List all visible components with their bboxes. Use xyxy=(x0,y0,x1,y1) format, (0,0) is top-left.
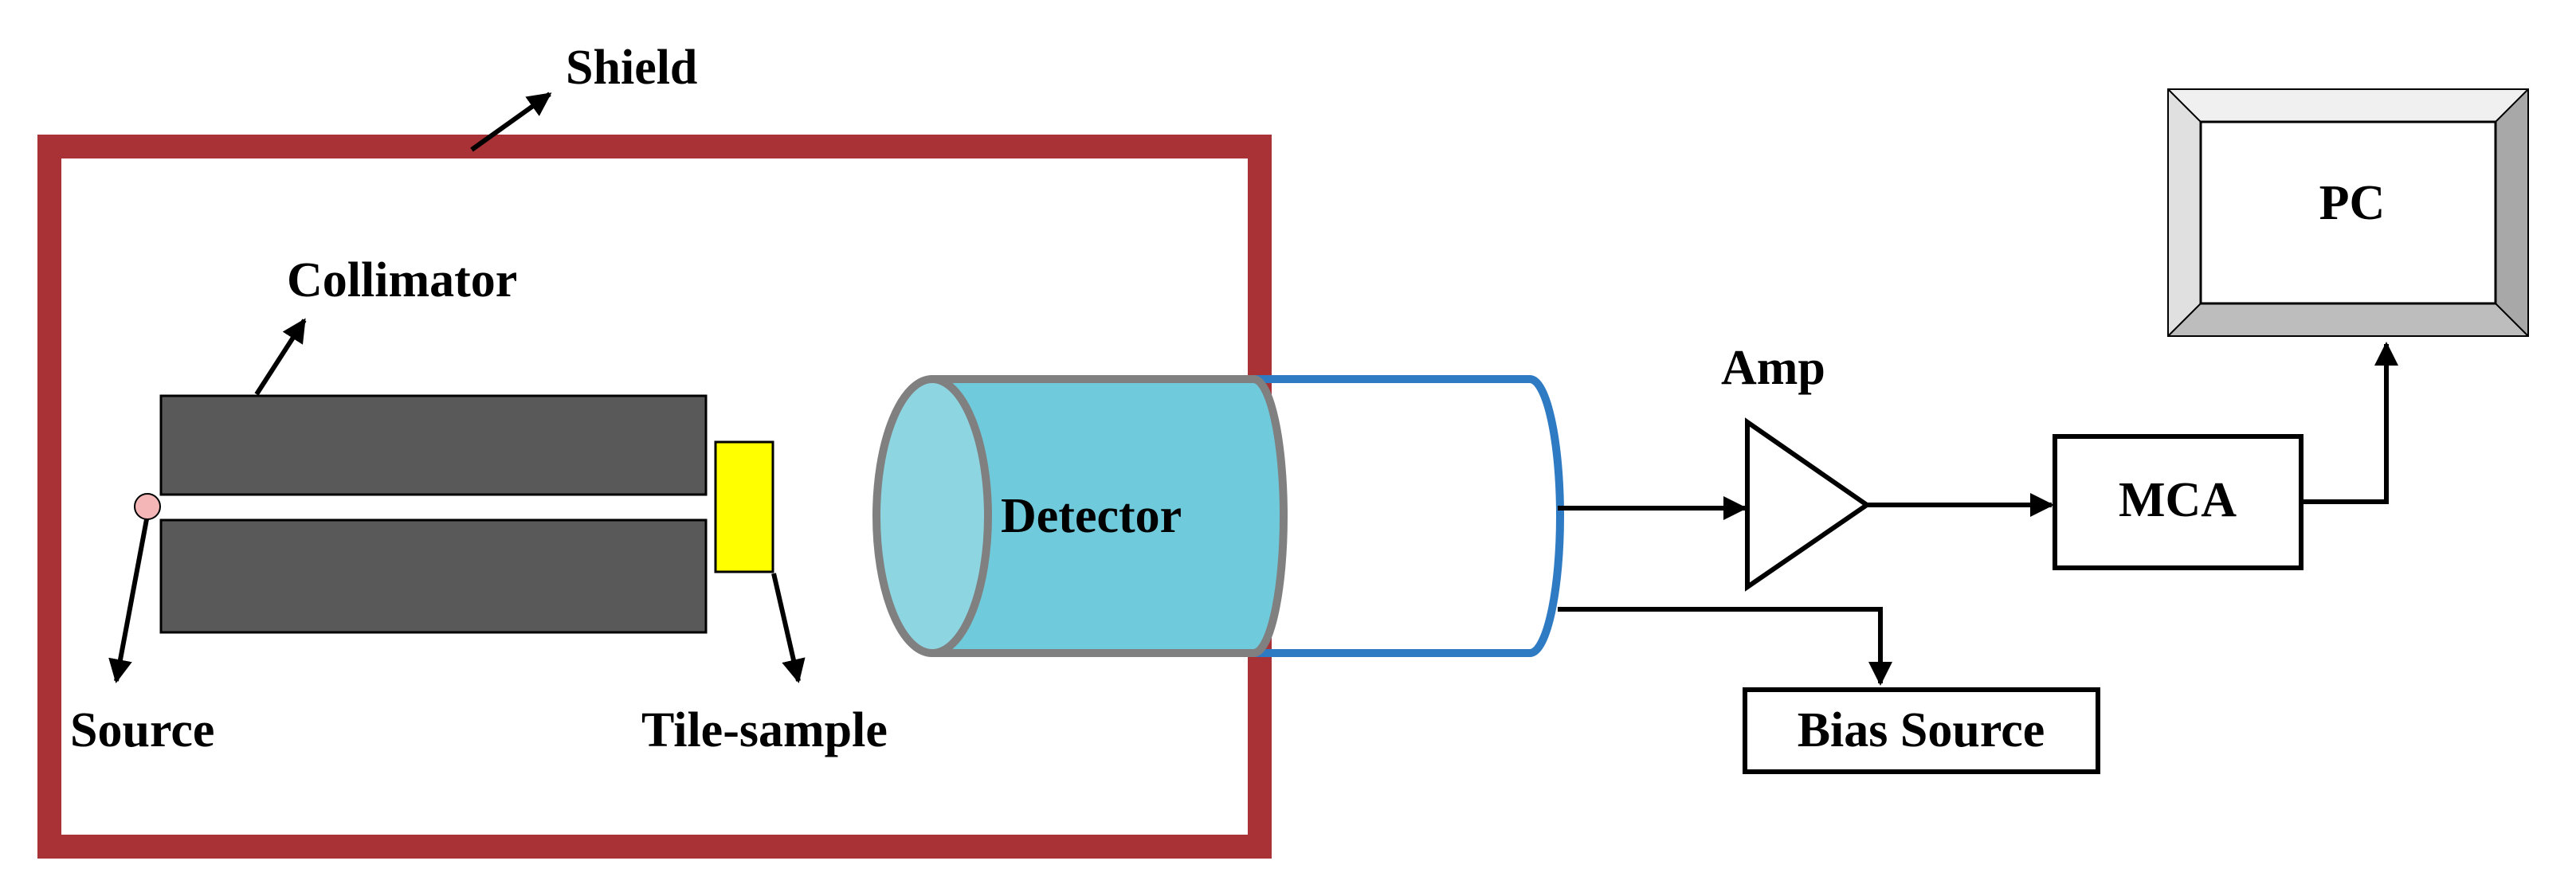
collimator-upper-block xyxy=(159,394,708,496)
shield-pointer-arrow xyxy=(470,92,552,152)
detector-label: Detector xyxy=(1001,489,1182,543)
shield-label: Shield xyxy=(566,41,697,95)
mca-to-pc-arrow xyxy=(2301,342,2398,504)
tile-sample xyxy=(714,440,774,573)
tile-sample-label: Tile-sample xyxy=(641,703,888,757)
mca-box xyxy=(2053,434,2304,570)
mca-label: MCA xyxy=(2119,473,2237,527)
detector-to-bias-arrow xyxy=(1558,607,1892,686)
collimator-lower-block xyxy=(159,518,708,634)
collimator-label: Collimator xyxy=(287,253,517,307)
bias-source-box xyxy=(1743,687,2100,774)
detector-housing-outline xyxy=(1253,375,1564,657)
source-label: Source xyxy=(70,703,214,757)
amp-label: Amp xyxy=(1721,341,1825,395)
collimator-pointer-arrow xyxy=(254,318,307,396)
source-dot xyxy=(134,493,161,520)
pc-label: PC xyxy=(2319,176,2386,230)
pc-monitor xyxy=(2167,88,2529,337)
amplifier-triangle xyxy=(1745,417,1872,592)
detector-front-face xyxy=(872,375,992,657)
detector-body xyxy=(932,379,1284,653)
source-pointer-arrow xyxy=(108,518,149,683)
tile-sample-pointer-arrow xyxy=(771,573,806,683)
detector-body-outline xyxy=(932,375,1288,657)
bias-source-label: Bias Source xyxy=(1798,703,2045,757)
